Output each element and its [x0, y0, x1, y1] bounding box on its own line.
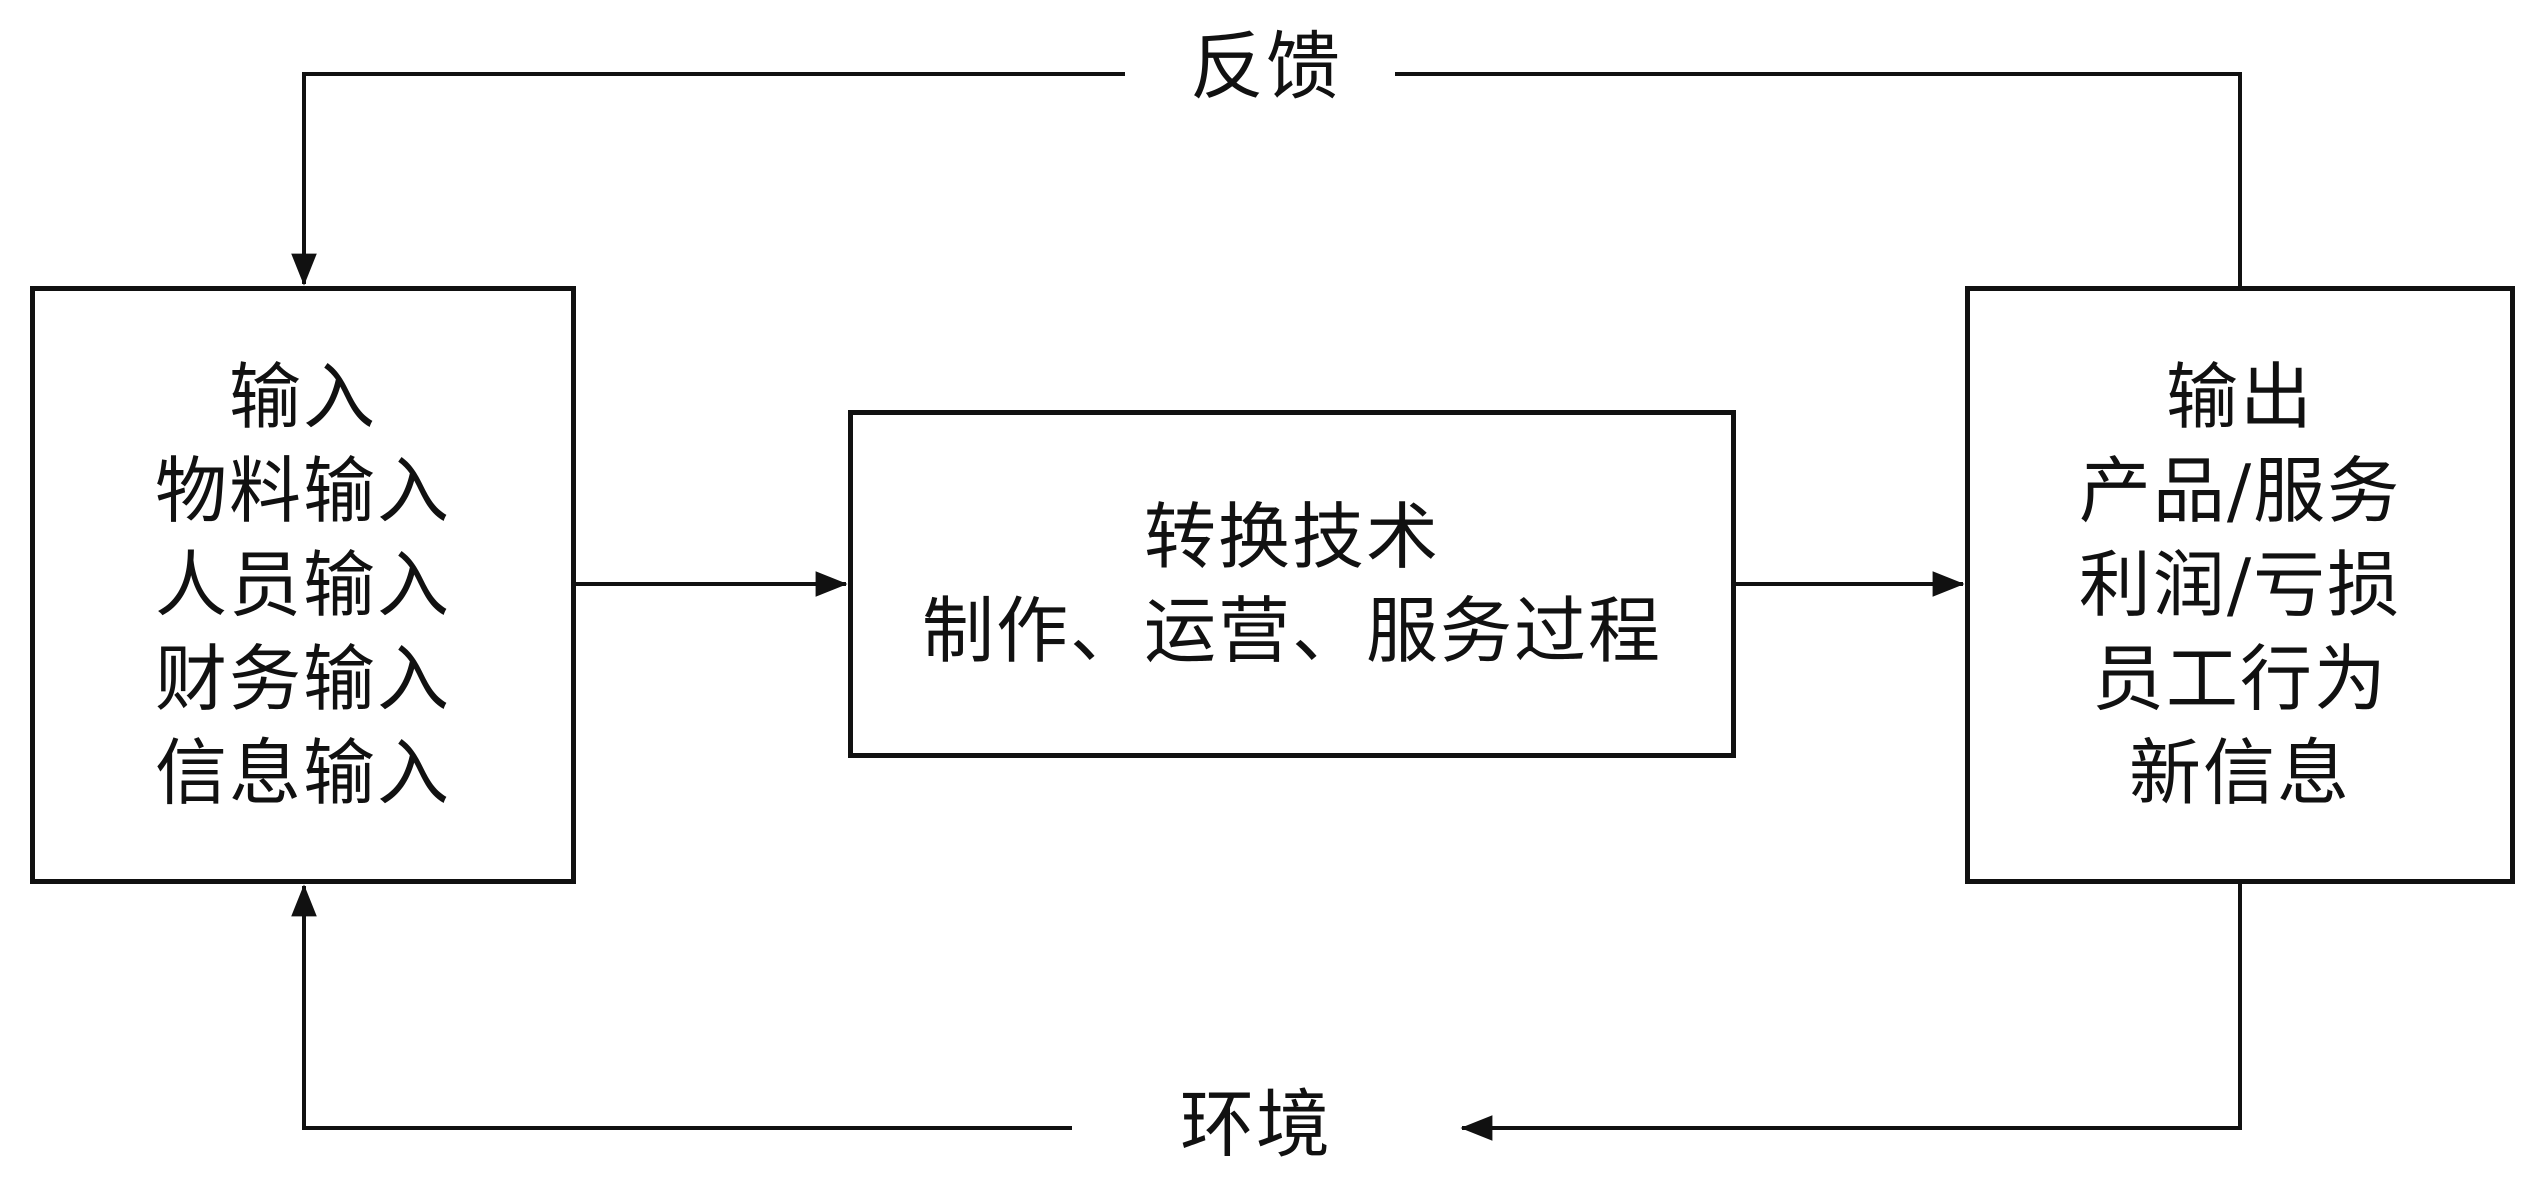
input-box-item-finance: 财务输入: [154, 637, 451, 721]
input-box-item-personnel: 人员输入: [154, 543, 451, 627]
output-box: 输出 产品/服务 利润/亏损 员工行为 新信息: [1965, 286, 2515, 884]
environment-label: 环境: [1170, 1080, 1342, 1170]
feedback-label: 反馈: [1180, 22, 1352, 112]
output-box-title: 输出: [2165, 355, 2314, 439]
input-box: 输入 物料输入 人员输入 财务输入 信息输入: [30, 286, 576, 884]
process-box-description: 制作、运营、服务过程: [921, 589, 1662, 673]
input-box-item-information: 信息输入: [154, 731, 451, 815]
process-box: 转换技术 制作、运营、服务过程: [848, 410, 1736, 758]
output-box-item-products: 产品/服务: [2078, 449, 2402, 533]
environment-loop-left-segment: [291, 884, 1072, 1130]
input-box-title: 输入: [228, 355, 377, 439]
output-box-item-profit: 利润/亏损: [2078, 543, 2402, 627]
output-box-item-behavior: 员工行为: [2091, 637, 2388, 721]
feedback-loop-left-segment: [291, 72, 1125, 286]
environment-loop-right-segment: [1460, 884, 2242, 1141]
process-box-title: 转换技术: [1143, 495, 1440, 579]
feedback-loop-right-segment: [1395, 72, 2242, 286]
output-box-item-new-info: 新信息: [2128, 731, 2351, 815]
input-box-item-materials: 物料输入: [154, 449, 451, 533]
